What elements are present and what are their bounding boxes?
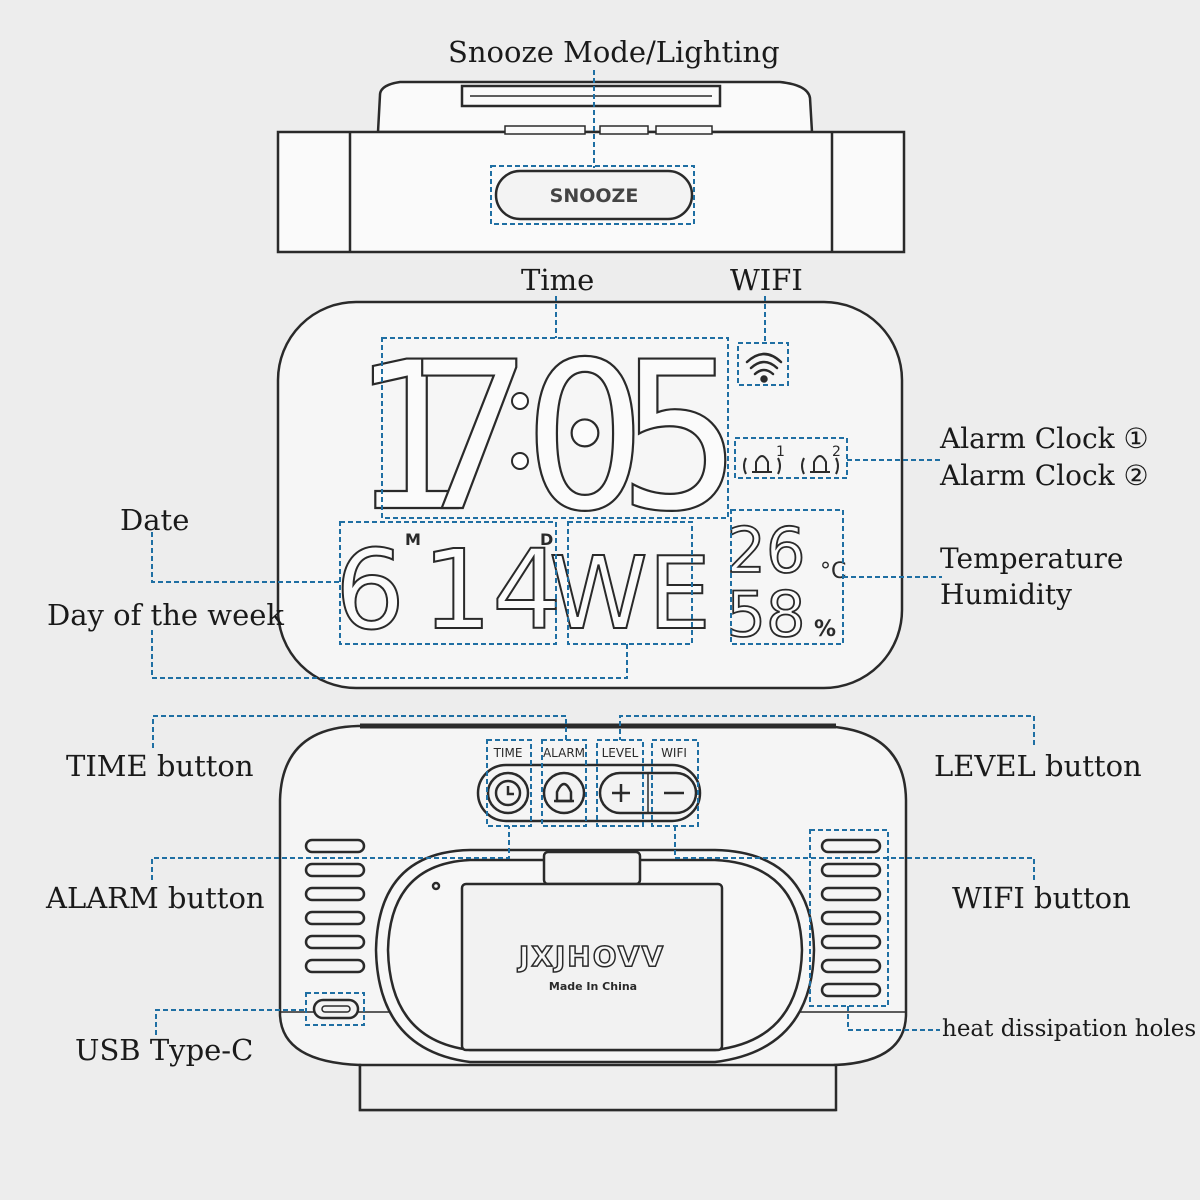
vent-slot bbox=[304, 886, 366, 902]
month-digit: 6 bbox=[335, 526, 405, 654]
usb-type-c-callout: USB Type-C bbox=[75, 1033, 254, 1067]
vent-slot bbox=[304, 862, 366, 878]
wifi-signal-icon bbox=[745, 352, 783, 383]
top-view bbox=[276, 80, 906, 254]
alarm-button-callout: ALARM button bbox=[46, 881, 265, 915]
colon-dot-top bbox=[511, 392, 529, 410]
level-button[interactable] bbox=[598, 771, 698, 815]
day-marker: D bbox=[540, 530, 553, 549]
month-marker: M bbox=[405, 530, 421, 549]
snooze-mode-label: Snooze Mode/Lighting bbox=[448, 35, 780, 69]
vent-slot bbox=[820, 862, 882, 878]
snooze-button[interactable] bbox=[494, 169, 694, 221]
weekday-letters: WE bbox=[549, 535, 711, 652]
wifi-button-label: WIFI bbox=[661, 746, 687, 760]
alarm-clock-1-label: Alarm Clock ① bbox=[940, 422, 1149, 455]
heat-vents-right bbox=[820, 838, 882, 998]
temperature-label: Temperature bbox=[940, 542, 1124, 575]
time-button[interactable] bbox=[486, 771, 530, 815]
temperature-digits: 26 bbox=[727, 514, 806, 587]
level-button-callout: LEVEL button bbox=[934, 749, 1142, 783]
colon-dot-bottom bbox=[511, 452, 529, 470]
heat-holes-callout: heat dissipation holes bbox=[942, 1016, 1197, 1042]
display-body bbox=[276, 300, 904, 690]
humidity-digits: 58 bbox=[727, 578, 806, 651]
alarm-button-label: ALARM bbox=[543, 746, 585, 760]
vent-slot bbox=[820, 838, 882, 854]
usb-type-c-port bbox=[312, 998, 360, 1020]
vent-slot bbox=[304, 910, 366, 926]
vent-slot bbox=[304, 958, 366, 974]
vent-slot bbox=[304, 934, 366, 950]
alarm-clock-2-label: Alarm Clock ② bbox=[940, 459, 1149, 492]
time-label: Time bbox=[521, 263, 595, 297]
date-label: Date bbox=[120, 503, 190, 537]
alarm-1-index: 1 bbox=[776, 444, 785, 460]
vent-slot bbox=[304, 838, 366, 854]
vent-slot bbox=[820, 982, 882, 998]
time-button-label: TIME bbox=[493, 746, 523, 760]
temperature-unit: °C bbox=[820, 559, 846, 584]
vent-slot bbox=[820, 910, 882, 926]
snooze-button-label: SNOOZE bbox=[550, 185, 639, 207]
alarm-2-index: 2 bbox=[832, 444, 841, 460]
alarm-1-bell-icon bbox=[743, 455, 781, 475]
vent-slot bbox=[820, 886, 882, 902]
made-in-label: Made In China bbox=[549, 980, 637, 993]
vent-slot bbox=[820, 958, 882, 974]
back-view bbox=[278, 723, 908, 1112]
vent-slot bbox=[820, 934, 882, 950]
leader-lines bbox=[151, 70, 1035, 1035]
wifi-label: WIFI bbox=[730, 263, 803, 297]
alarm-2-bell-icon bbox=[801, 455, 839, 475]
humidity-unit: % bbox=[814, 617, 836, 642]
time-button-callout: TIME button bbox=[66, 749, 254, 783]
day-of-week-label: Day of the week bbox=[47, 598, 284, 632]
humidity-label: Humidity bbox=[940, 578, 1072, 611]
wifi-button-callout: WIFI button bbox=[952, 881, 1131, 915]
level-button-label: LEVEL bbox=[602, 746, 639, 760]
heat-vents-left bbox=[304, 838, 366, 974]
day-digits: 14 bbox=[422, 526, 562, 654]
brand-logo: JXJHOVV bbox=[517, 940, 665, 973]
alarm-button[interactable] bbox=[542, 771, 586, 815]
